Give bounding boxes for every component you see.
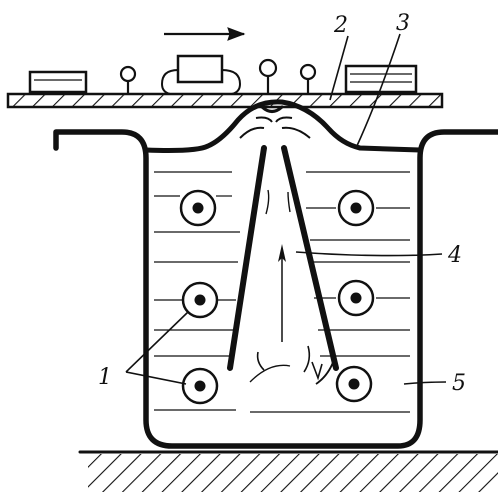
component-left	[28, 70, 88, 94]
label-3: 3	[396, 11, 410, 36]
printed-circuit-board	[6, 54, 444, 113]
floor	[78, 450, 498, 492]
wave-crest-flow	[239, 116, 311, 139]
floor-hatching	[88, 454, 498, 492]
leader-3	[355, 33, 401, 149]
heater-right-top	[337, 189, 375, 227]
solder-level-lines	[154, 171, 410, 413]
leader-4	[295, 251, 443, 257]
component-small-2	[258, 58, 278, 94]
leader-5	[403, 381, 447, 385]
component-small-1	[119, 65, 137, 94]
leader-1a	[125, 311, 189, 373]
component-resistor	[161, 54, 241, 95]
heater-right-mid	[337, 279, 375, 317]
solder-joint	[260, 105, 284, 113]
label-4: 4	[447, 243, 462, 268]
nozzle	[227, 145, 339, 385]
arrow-up-icon	[278, 244, 286, 342]
arrow-right-icon	[164, 27, 246, 41]
nozzle-cover	[143, 99, 423, 153]
leader-lines	[125, 33, 447, 385]
label-2: 2	[333, 13, 348, 38]
heater-left-top	[179, 189, 217, 227]
bath-outline	[53, 129, 498, 449]
leader-1b	[125, 371, 187, 385]
leader-2	[329, 35, 349, 101]
label-1: 1	[98, 365, 112, 390]
heater-left-mid	[181, 281, 219, 319]
component-small-3	[299, 63, 317, 94]
nozzle-wall-left	[227, 145, 267, 371]
solder-bath	[53, 99, 498, 449]
nozzle-wall-right	[281, 145, 339, 371]
heater-left-bottom	[181, 367, 219, 405]
label-5: 5	[452, 371, 466, 396]
pcb-plate	[6, 92, 444, 109]
heater-elements	[179, 189, 375, 405]
heater-right-bottom	[335, 365, 373, 403]
